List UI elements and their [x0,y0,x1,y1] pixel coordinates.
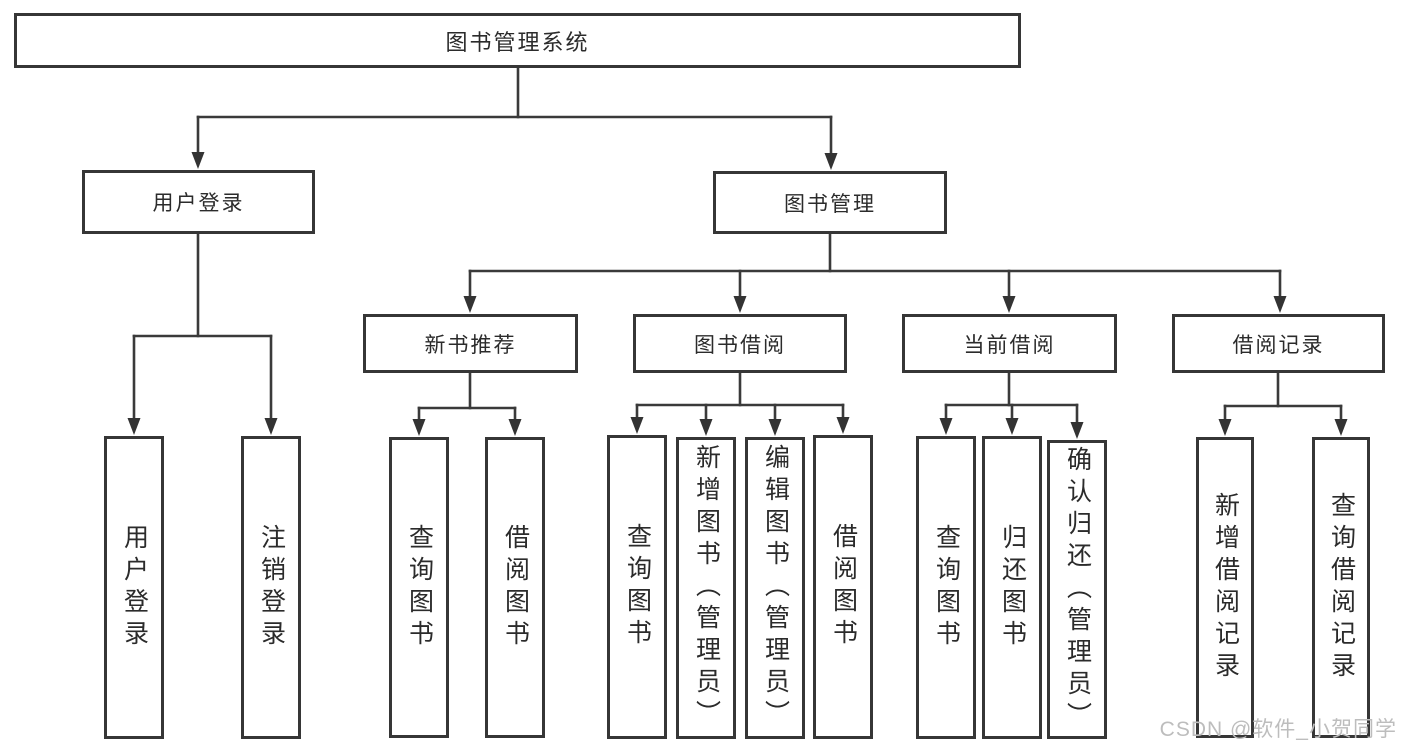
arrowhead [1002,296,1016,313]
arrowhead [630,417,644,434]
node-leaf-borrow-books-borrowing: 借阅图书 [813,435,873,739]
node-leaf-query-books-recommend-label: 查询图书 [405,523,434,652]
node-leaf-add-borrow-record: 新增借阅记录 [1196,437,1254,738]
arrowhead [939,418,953,435]
node-leaf-add-books-admin-label: 新增图书（管理员） [692,444,721,732]
node-leaf-borrow-books-recommend: 借阅图书 [485,437,545,738]
node-leaf-query-books-borrowing-label: 查询图书 [623,523,652,651]
node-leaf-confirm-return-admin-label: 确认归还（管理员） [1063,445,1092,734]
node-book-management-label: 图书管理 [784,192,876,216]
node-user-login-label: 用户登录 [152,192,245,215]
node-borrowing-records-label: 借阅记录 [1232,333,1325,357]
node-book-borrowing-label: 图书借阅 [694,333,786,357]
node-book-borrowing: 图书借阅 [633,314,847,373]
node-leaf-logout: 注销登录 [241,436,301,739]
arrowhead [1334,419,1348,436]
arrowhead [508,419,522,436]
arrowhead [1273,296,1287,313]
node-new-book-recommend-label: 新书推荐 [424,333,517,357]
watermark: CSDN @软件_小贺同学 [1159,718,1397,741]
arrowhead [264,418,278,435]
node-leaf-query-borrow-record-label: 查询借阅记录 [1327,491,1356,684]
node-leaf-edit-books-admin: 编辑图书（管理员） [745,437,805,739]
node-leaf-return-books-label: 归还图书 [998,523,1027,652]
node-leaf-logout-label: 注销登录 [257,523,286,652]
node-leaf-add-borrow-record-label: 新增借阅记录 [1211,491,1240,684]
arrowhead [127,418,141,435]
node-root-label: 图书管理系统 [445,29,590,55]
connector-book-borrowing-to-leaves [630,371,850,436]
connector-records-to-leaves [1218,371,1348,436]
arrowhead [1070,422,1084,439]
node-leaf-borrow-books-borrowing-label: 借阅图书 [829,523,858,651]
arrowhead [412,419,426,436]
node-current-borrowing: 当前借阅 [902,314,1117,373]
node-leaf-query-borrow-record: 查询借阅记录 [1312,437,1370,738]
node-leaf-query-books-current-label: 查询图书 [932,523,961,652]
arrowhead [463,296,477,313]
node-leaf-user-login-label: 用户登录 [120,523,149,652]
node-current-borrowing-label: 当前借阅 [963,333,1056,357]
node-new-book-recommend: 新书推荐 [363,314,578,373]
connector-book-mgmt-to-level3 [463,232,1287,313]
connector-root-to-level2 [191,66,838,170]
node-book-management: 图书管理 [713,171,947,234]
arrowhead [824,153,838,170]
node-leaf-query-books-current: 查询图书 [916,436,976,739]
node-user-login: 用户登录 [82,170,315,234]
node-leaf-query-books-borrowing: 查询图书 [607,435,667,739]
node-leaf-add-books-admin: 新增图书（管理员） [676,437,736,739]
node-borrowing-records: 借阅记录 [1172,314,1385,373]
arrowhead [768,419,782,436]
node-leaf-confirm-return-admin: 确认归还（管理员） [1047,440,1107,739]
arrowhead [1005,418,1019,435]
arrowhead [733,296,747,313]
connector-user-login-to-leaves [127,232,278,435]
connector-new-book-to-leaves [412,371,522,436]
node-leaf-return-books: 归还图书 [982,436,1042,739]
arrowhead [699,419,713,436]
node-leaf-user-login: 用户登录 [104,436,164,739]
node-leaf-borrow-books-recommend-label: 借阅图书 [501,523,530,652]
arrowhead [836,417,850,434]
node-leaf-query-books-recommend: 查询图书 [389,437,449,738]
arrowhead [1218,419,1232,436]
node-leaf-edit-books-admin-label: 编辑图书（管理员） [761,444,790,732]
arrowhead [191,152,205,169]
node-root: 图书管理系统 [14,13,1021,68]
connector-current-borrowing-to-leaves [939,371,1084,439]
